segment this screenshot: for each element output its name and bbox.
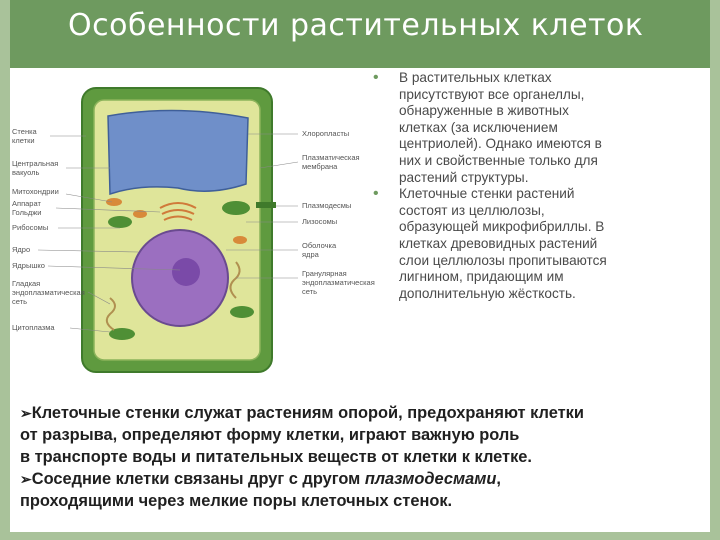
label-right: Плазмодесмы <box>302 201 351 210</box>
plasmodesma <box>256 202 276 208</box>
label-left: эндоплазматическая <box>12 288 85 297</box>
chloroplast <box>222 201 250 215</box>
plasmodesmata-term: плазмодесмами <box>364 470 497 488</box>
slide-frame-left <box>0 0 10 540</box>
label-left: Гольджи <box>12 208 41 217</box>
label-right: Гранулярная <box>302 269 347 278</box>
arrow-bullet-icon: ➢ <box>20 471 32 487</box>
plant-cell-diagram: Стенка клетки Центральная вакуоль Митохо… <box>12 87 375 373</box>
arrow-bullet-icon: ➢ <box>20 405 32 421</box>
label-left: Ядро <box>12 245 30 254</box>
label-left: Аппарат <box>12 199 41 208</box>
bullet-dot-icon: • <box>373 185 379 203</box>
bottom-line: в транспорте воды и питательных веществ … <box>20 448 532 466</box>
label-left: Гладкая <box>12 279 40 288</box>
bottom-line: от разрыва, определяют форму клетки, игр… <box>20 426 520 444</box>
bottom-line-text: , <box>496 470 501 488</box>
bullet-text: В растительных клетках присутствуют все … <box>399 70 602 185</box>
label-right: сеть <box>302 287 317 296</box>
label-left: Стенка <box>12 127 38 136</box>
label-left: Рибосомы <box>12 223 48 232</box>
label-left: вакуоль <box>12 168 39 177</box>
bullet-list: • В растительных клетках присутствуют вс… <box>373 69 703 302</box>
bottom-line-text: Соседние клетки связаны друг с другом <box>31 470 365 488</box>
bottom-line: ➢Клеточные стенки служат растениям опоро… <box>20 402 710 424</box>
bullet-item: • В растительных клетках присутствуют вс… <box>373 69 703 186</box>
label-left: Митохондрии <box>12 187 59 196</box>
nucleolus <box>172 258 200 286</box>
central-vacuole <box>107 109 249 196</box>
mitochondrion <box>106 198 122 206</box>
label-right: эндоплазматическая <box>302 278 375 287</box>
label-right: Оболочка <box>302 241 337 250</box>
bullet-dot-icon: • <box>373 69 379 86</box>
bullet-item: • Клеточные стенки растений состоят из ц… <box>373 186 703 302</box>
title-bar: Особенности растительных клеток <box>0 0 720 68</box>
rough-er <box>229 261 241 299</box>
mitochondrion <box>233 236 247 244</box>
slide-frame-bottom <box>0 532 720 540</box>
smooth-er <box>105 297 116 331</box>
chloroplast <box>230 306 254 318</box>
bullet-text: Клеточные стенки растений состоят из цел… <box>399 186 607 301</box>
label-right: ядра <box>302 250 320 259</box>
slide-title: Особенности растительных клеток <box>68 8 644 43</box>
bottom-line-text: Клеточные стенки служат растениям опорой… <box>31 404 584 422</box>
bottom-line: проходящими через мелкие поры клеточных … <box>20 492 453 510</box>
label-left: Цитоплазма <box>12 323 55 332</box>
golgi-apparatus <box>159 202 197 221</box>
label-right: Плазматическая <box>302 153 360 162</box>
label-left: клетки <box>12 136 35 145</box>
mitochondrion <box>133 210 147 218</box>
bottom-paragraph: ➢Клеточные стенки служат растениям опоро… <box>20 402 710 512</box>
label-right: мембрана <box>302 162 338 171</box>
bottom-line: ➢Соседние клетки связаны друг с другом п… <box>20 468 710 490</box>
chloroplast <box>108 216 132 228</box>
slide-frame-right <box>710 0 720 540</box>
label-right: Хлоропласты <box>302 129 349 138</box>
label-left: Ядрышко <box>12 261 45 270</box>
label-right: Лизосомы <box>302 217 337 226</box>
label-left: Центральная <box>12 159 58 168</box>
label-left: сеть <box>12 297 27 306</box>
chloroplast <box>109 328 135 340</box>
